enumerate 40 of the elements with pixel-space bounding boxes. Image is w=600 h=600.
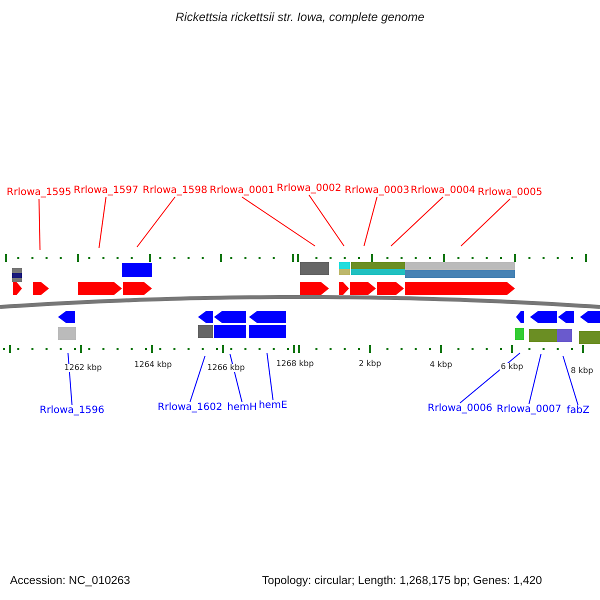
leader-line bbox=[190, 356, 206, 402]
scale-label: 1264 kbp bbox=[133, 361, 173, 369]
title: Rickettsia rickettsii str. Iowa, complete genome bbox=[174, 11, 426, 23]
leader-line bbox=[528, 354, 542, 404]
leader-line bbox=[98, 196, 106, 248]
gene-label: Rrlowa_0003 bbox=[344, 186, 410, 196]
leader-line bbox=[562, 356, 578, 406]
leader-line bbox=[38, 198, 40, 250]
leader-line bbox=[242, 196, 316, 246]
gene-label: hemE bbox=[258, 401, 288, 411]
leader-line bbox=[460, 352, 520, 404]
leader-line bbox=[266, 352, 274, 400]
gene-label: Rrlowa_0006 bbox=[428, 404, 492, 414]
leader-line bbox=[308, 194, 344, 246]
scale-label: 8 kbp bbox=[570, 367, 594, 375]
leader-line bbox=[364, 196, 378, 246]
gene-label: Rrlowa_0001 bbox=[210, 186, 274, 196]
leader-line bbox=[68, 352, 72, 406]
scale-label: 2 kbp bbox=[358, 360, 382, 368]
footer-text: Accession: NC_010263 bbox=[10, 576, 130, 588]
scale-label: 1262 kbp bbox=[63, 364, 103, 372]
gene-label: fabZ bbox=[566, 406, 590, 416]
gene-label: Rrlowa_0005 bbox=[478, 188, 542, 198]
leader-line bbox=[136, 196, 176, 248]
gene-label: Rrlowa_0007 bbox=[496, 405, 562, 415]
gene-label: Rrlowa_0004 bbox=[410, 186, 476, 196]
gene-label: Rrlowa_1598 bbox=[142, 186, 208, 196]
gene-label: Rrlowa_0002 bbox=[276, 184, 342, 194]
gene-label: Rrlowa_1595 bbox=[6, 188, 72, 198]
gene-label: Rrlowa_1602 bbox=[158, 403, 222, 413]
leader-line bbox=[460, 198, 510, 246]
scale-label: 4 kbp bbox=[428, 361, 454, 369]
leader-line bbox=[390, 196, 444, 246]
footer-text: Topology: circular; Length: 1,268,175 bp; Genes: 1,420 bbox=[262, 576, 542, 588]
scale-label: 1266 kbp bbox=[206, 364, 246, 372]
gene-label: hemH bbox=[227, 403, 257, 413]
gene-label: Rrlowa_1596 bbox=[40, 406, 104, 416]
scale-label: 6 kbp bbox=[500, 363, 524, 371]
gene-label: Rrlowa_1597 bbox=[74, 186, 138, 196]
scale-label: 1268 kbp bbox=[275, 360, 315, 368]
